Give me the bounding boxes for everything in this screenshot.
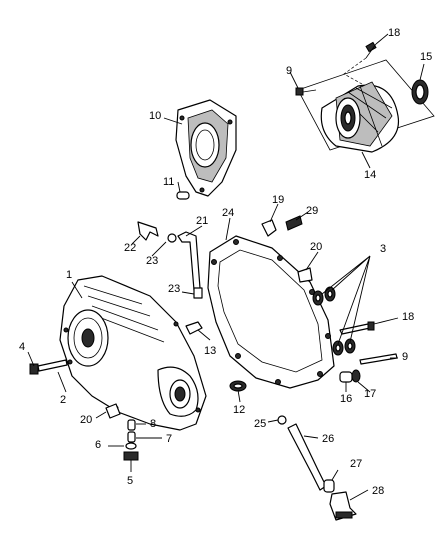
callout-19: 19	[272, 194, 284, 206]
adapter-housing-part-10	[175, 99, 237, 197]
vent-tube-part-21	[177, 231, 201, 291]
bolt-part-18-top	[343, 41, 377, 85]
callout-22: 22	[124, 242, 136, 254]
callout-3: 3	[380, 243, 386, 255]
plug-part-29	[285, 215, 303, 231]
front-case-part-1	[59, 275, 207, 431]
callout-15: 15	[420, 51, 432, 63]
clamp-part-23-lower	[193, 287, 203, 299]
bracket-part-22	[137, 221, 159, 241]
callout-23-top: 23	[146, 255, 158, 267]
callout-18-lower: 18	[402, 311, 414, 323]
bolt-part-9-top	[295, 87, 317, 96]
callout-24: 24	[222, 207, 234, 219]
plug-part-20-lower	[105, 403, 121, 419]
callout-14: 14	[364, 169, 376, 181]
bushing-part-16	[339, 371, 353, 383]
callout-11: 11	[163, 176, 174, 188]
washer-part-6	[125, 442, 137, 450]
callout-13: 13	[204, 345, 216, 357]
stud-part-9-lower	[359, 353, 398, 365]
callout-7: 7	[166, 433, 172, 445]
hose-part-26	[287, 423, 327, 491]
stud-part-4-2	[29, 359, 68, 375]
callout-17: 17	[364, 388, 376, 400]
callout-1: 1	[66, 269, 72, 281]
callout-10: 10	[149, 110, 161, 122]
callout-9-top: 9	[286, 65, 292, 77]
seals-part-3	[312, 286, 356, 356]
callout-2: 2	[60, 394, 66, 406]
callout-28: 28	[372, 485, 384, 497]
callout-labels: 1 2 3 4 5 6 7 8 9 9 10 11 12 13 14 15 16…	[19, 27, 432, 497]
plug-part-7	[127, 431, 136, 443]
plug-part-20-upper	[297, 267, 313, 283]
sensor-part-19	[261, 219, 277, 237]
rear-case-part-24	[207, 235, 335, 389]
drain-plug-part-5	[123, 451, 139, 461]
callout-4: 4	[19, 341, 25, 353]
seal-part-12-bore	[233, 383, 243, 389]
callout-6: 6	[95, 439, 101, 451]
dowel-part-11	[176, 191, 190, 200]
sensor-part-28-plug	[335, 511, 353, 519]
extension-housing-assembly	[297, 59, 435, 153]
seal-part-15	[411, 79, 429, 105]
callout-16: 16	[340, 393, 352, 405]
connector-part-27	[323, 479, 335, 493]
callout-25: 25	[254, 418, 266, 430]
leader-lines	[27, 33, 425, 501]
plug-part-8	[127, 419, 136, 431]
clamp-part-23-top	[167, 233, 177, 243]
callout-21: 21	[196, 215, 208, 227]
callout-20-upper: 20	[310, 241, 322, 253]
callout-26: 26	[322, 433, 334, 445]
callout-20-lower: 20	[80, 414, 92, 426]
callout-12: 12	[233, 404, 245, 416]
callout-9-lower: 9	[402, 351, 408, 363]
bolt-part-18-lower	[339, 321, 375, 335]
callout-8: 8	[150, 418, 156, 430]
clip-part-25	[277, 415, 287, 425]
callout-23-lower: 23	[168, 283, 180, 295]
callout-27: 27	[350, 458, 362, 470]
callout-18-top: 18	[388, 27, 400, 39]
callout-5: 5	[127, 475, 133, 487]
washer-part-17	[351, 369, 361, 383]
fitting-part-13	[185, 321, 203, 335]
callout-29: 29	[306, 205, 318, 217]
